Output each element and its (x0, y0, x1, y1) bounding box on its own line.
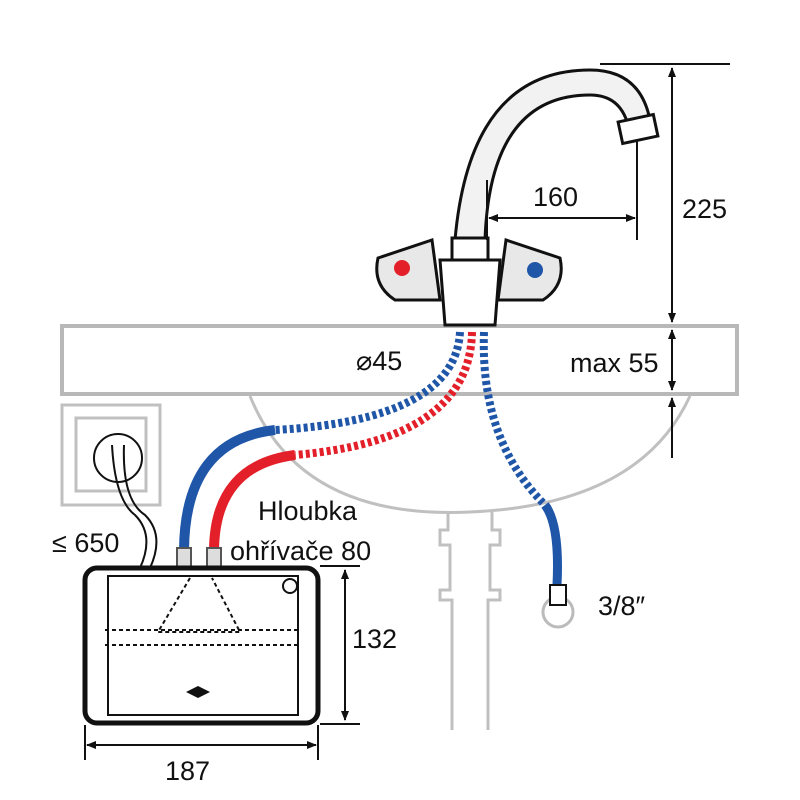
drain-pipe (438, 512, 502, 730)
hot-indicator-icon (394, 260, 410, 276)
label-depth-1: Hloubka (258, 496, 358, 526)
hot-hose (209, 450, 296, 551)
power-cable (111, 444, 158, 569)
cold-indicator-icon (527, 262, 543, 278)
countertop (60, 324, 739, 396)
label-diameter-45: ⌀45 (356, 346, 402, 376)
label-depth-2: ohřívače 80 (230, 536, 371, 566)
faucet (375, 68, 660, 327)
cold-hose-under-counter (274, 331, 464, 434)
supply-hose (541, 502, 562, 586)
label-cable-length: ≤ 650 (52, 528, 119, 558)
water-heater (82, 565, 321, 726)
label-187: 187 (165, 756, 210, 786)
hot-hose-under-counter (294, 331, 476, 459)
label-160: 160 (533, 182, 578, 212)
supply-hose-dashed (479, 331, 548, 508)
label-connection: 3/8″ (598, 591, 646, 621)
basin (248, 395, 692, 514)
label-225: 225 (682, 194, 727, 224)
cold-hose (179, 425, 276, 551)
label-132: 132 (352, 624, 397, 654)
label-max-55: max 55 (570, 348, 659, 378)
